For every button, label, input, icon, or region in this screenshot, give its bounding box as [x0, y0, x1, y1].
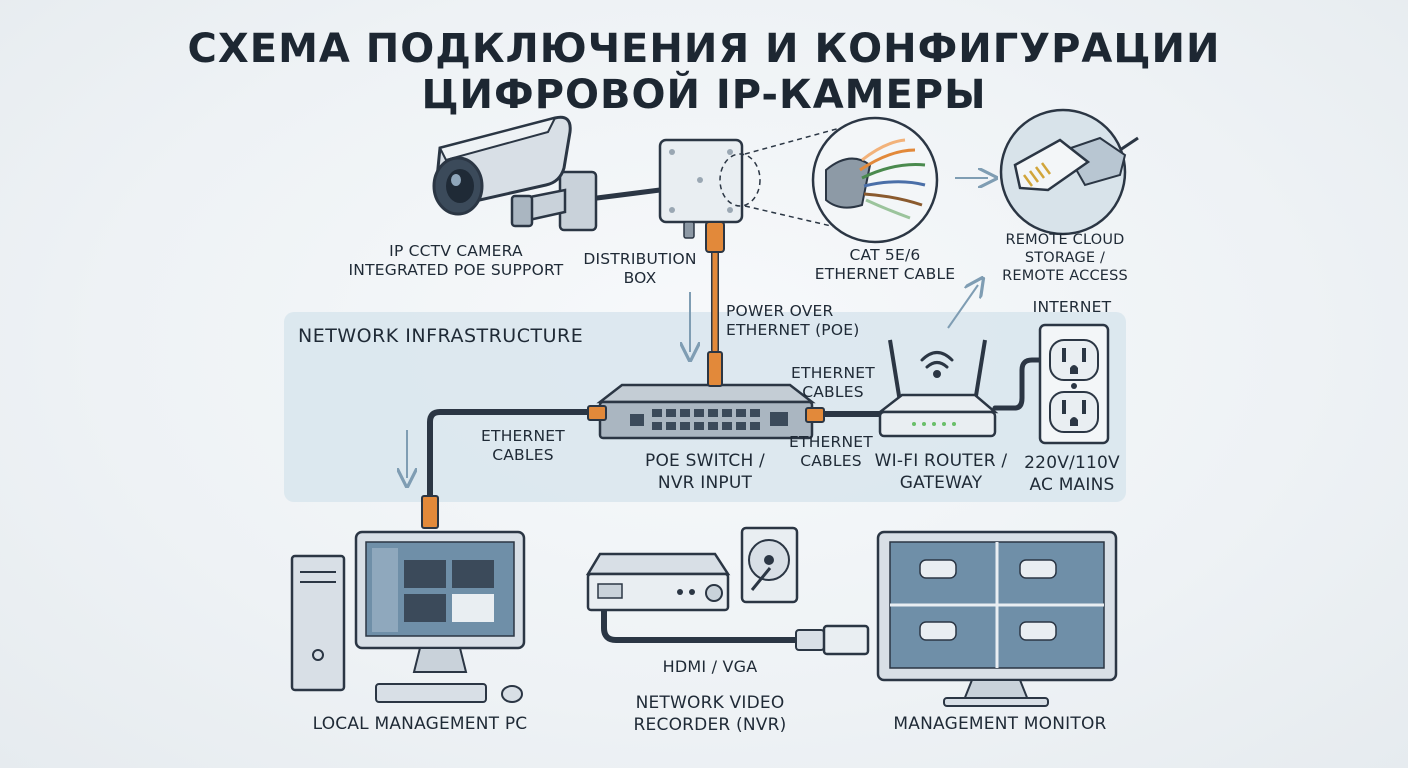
zoom-guide [719, 127, 871, 236]
local-pc-label: LOCAL MANAGEMENT PC [312, 714, 528, 734]
management-monitor-label: MANAGEMENT MONITOR [893, 714, 1107, 734]
camera-label: IP CCTV CAMERA INTEGRATED PoE SUPPORT [336, 242, 576, 280]
poe-switch-label: POE SWITCH / NVR INPUT [620, 450, 790, 494]
internet-label: INTERNET [1032, 298, 1112, 316]
eth-left-line-2: CABLES [492, 446, 554, 464]
wifi-signal-icon [920, 351, 954, 378]
cat-cable-label: CAT 5e/6 ETHERNET CABLE [800, 246, 970, 284]
remote-label-line-2: STORAGE / [1024, 250, 1106, 266]
ethernet-cables-left-label: ETHERNET CABLES [468, 427, 578, 465]
mains-label-line-1: 220V/110V [1024, 453, 1120, 473]
rj45-connector-icon [999, 108, 1139, 236]
distribution-label-line-1: DISTRIBUTION [583, 250, 697, 268]
nvr-label-line-2: RECORDER (NVR) [633, 715, 787, 735]
hdmi-connector-icon [795, 624, 870, 656]
cables [427, 187, 1047, 643]
management-monitor-icon [876, 530, 1118, 707]
poe-switch-icon [587, 351, 825, 440]
eth-left-line-1: ETHERNET [481, 427, 565, 445]
mains-label-line-2: AC MAINS [1029, 475, 1115, 495]
wifi-router-icon [876, 339, 999, 438]
ip-camera-icon [432, 115, 598, 232]
network-infrastructure-title: NETWORK INFRASTRUCTURE [298, 325, 584, 347]
cable-label-line-2: ETHERNET CABLE [814, 265, 956, 283]
eth-top-line-1: ETHERNET [791, 364, 875, 382]
poe-label: POWER OVER ETHERNET (POE) [726, 302, 876, 340]
ethernet-cables-top-label: ETHERNET CABLES [778, 364, 888, 402]
hdmi-vga-label: HDMI / VGA [662, 657, 758, 676]
nvr-label-line-1: NETWORK VIDEO [635, 693, 785, 713]
poe-label-line-1: POWER OVER [726, 302, 834, 320]
distribution-box-label: DISTRIBUTION BOX [570, 250, 710, 288]
hard-drive-icon [740, 526, 799, 604]
switch-label-line-1: POE SWITCH / [645, 451, 765, 471]
distribution-box-icon [658, 138, 744, 253]
eth-right-line-1: ETHERNET [789, 433, 873, 451]
ethernet-cables-right-label: ETHERNET CABLES [776, 433, 886, 471]
router-label-line-1: WI-FI ROUTER / [874, 451, 1008, 471]
local-pc-icon [290, 495, 526, 703]
wall-outlet-icon [1038, 323, 1110, 445]
remote-label-line-1: REMOTE CLOUD [1005, 232, 1125, 248]
nvr-label: NETWORK VIDEO RECORDER (NVR) [620, 692, 800, 736]
flow-arrows [407, 178, 988, 478]
poe-label-line-2: ETHERNET (POE) [726, 321, 860, 339]
cable-label-line-1: CAT 5e/6 [849, 246, 921, 264]
title-line-2: ЦИФРОВОЙ IP-КАМЕРЫ [421, 72, 987, 118]
cat-cable-detail-icon [811, 116, 939, 244]
eth-right-line-2: CABLES [800, 452, 862, 470]
ac-mains-label: 220V/110V AC MAINS [1022, 452, 1122, 496]
camera-label-line-1: IP CCTV CAMERA [389, 242, 523, 260]
router-label-line-2: GATEWAY [899, 473, 983, 493]
diagram-title: СХЕМА ПОДКЛЮЧЕНИЯ И КОНФИГУРАЦИИ ЦИФРОВО… [0, 26, 1408, 118]
camera-label-line-2: INTEGRATED PoE SUPPORT [348, 261, 564, 279]
switch-label-line-2: NVR INPUT [657, 473, 753, 493]
remote-cloud-label: REMOTE CLOUD STORAGE / REMOTE ACCESS [980, 231, 1150, 285]
arrow-router-to-cloud [947, 285, 978, 329]
eth-top-line-2: CABLES [802, 383, 864, 401]
remote-label-line-3: REMOTE ACCESS [1002, 268, 1128, 284]
title-line-1: СХЕМА ПОДКЛЮЧЕНИЯ И КОНФИГУРАЦИИ [187, 26, 1221, 72]
router-label: WI-FI ROUTER / GATEWAY [866, 450, 1016, 494]
distribution-label-line-2: BOX [623, 269, 657, 287]
nvr-recorder-icon [585, 552, 731, 612]
